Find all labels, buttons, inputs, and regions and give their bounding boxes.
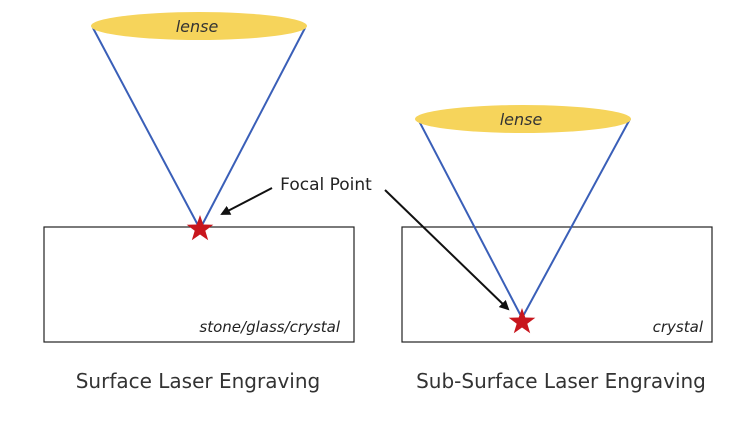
subsurface-beam-right — [521, 118, 631, 319]
surface-lens-label: lense — [176, 17, 219, 36]
subsurface-lens-label: lense — [500, 110, 543, 129]
surface-beam-right — [199, 27, 306, 230]
surface-focal-point-star — [186, 215, 214, 241]
subsurface-caption: Sub-Surface Laser Engraving — [416, 369, 706, 393]
focal-point-arrow-right — [384, 189, 510, 311]
surface-caption: Surface Laser Engraving — [76, 369, 321, 393]
subsurface-engraving-panel: lense crystal Sub-Surface Laser Engravin… — [401, 105, 713, 393]
surface-material-label: stone/glass/crystal — [199, 318, 340, 336]
surface-material-block — [43, 226, 355, 343]
subsurface-material-block — [401, 226, 713, 343]
surface-lens — [91, 12, 307, 40]
subsurface-material-label: crystal — [653, 318, 704, 336]
subsurface-focal-point-star — [508, 308, 536, 334]
surface-engraving-panel: lense stone/glass/crystal Surface Laser … — [43, 12, 355, 393]
focal-point-label: Focal Point — [280, 175, 372, 195]
subsurface-lens — [415, 105, 631, 133]
surface-beam-left — [92, 27, 201, 230]
focal-point-annotation: Focal Point — [220, 175, 510, 311]
focal-point-arrow-left — [220, 187, 273, 215]
subsurface-beam-left — [417, 118, 523, 319]
